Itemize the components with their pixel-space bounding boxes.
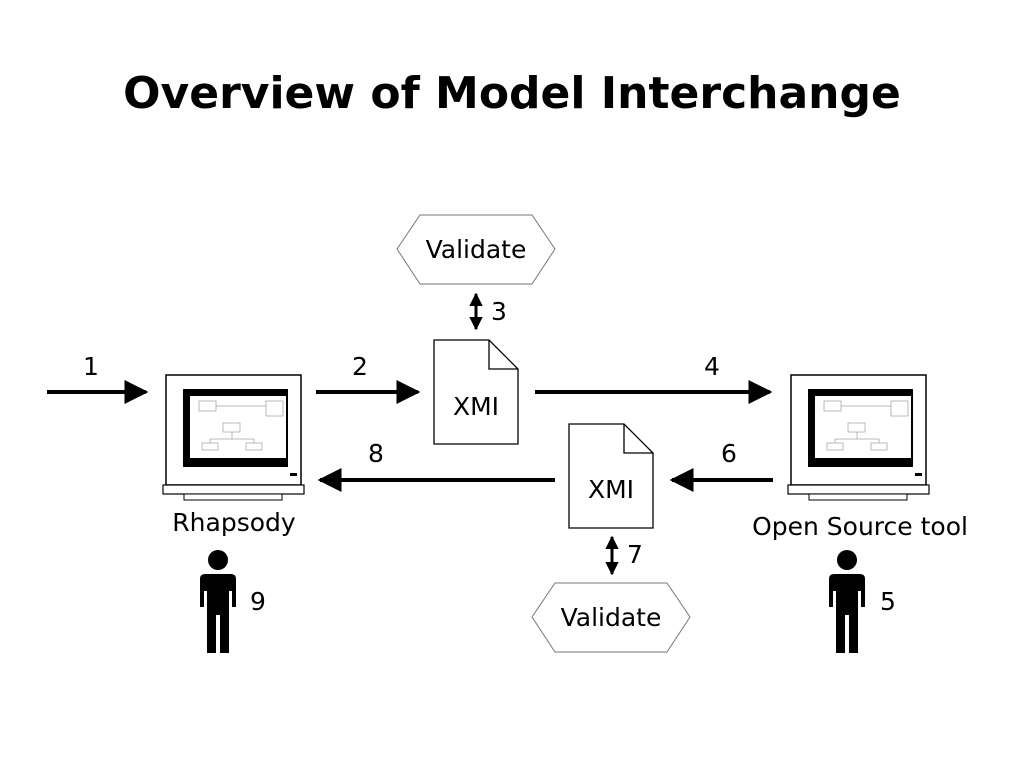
rhapsody-label: Rhapsody (172, 508, 296, 537)
open-source-tool-label: Open Source tool (752, 512, 968, 541)
step-8-label: 8 (368, 439, 384, 468)
validate-bottom-node: Validate (531, 582, 691, 653)
step-4-label: 4 (704, 352, 720, 381)
step-1-label: 1 (83, 352, 99, 381)
step-2-label: 2 (352, 352, 368, 381)
xmi-document-top: XMI (433, 339, 519, 445)
step-7-label: 7 (627, 540, 643, 569)
validate-top-label: Validate (426, 235, 527, 264)
open-source-tool-monitor (787, 374, 930, 501)
step-6-label: 6 (721, 439, 737, 468)
validate-top-node: Validate (396, 214, 556, 285)
step-3-label: 3 (491, 297, 507, 326)
xmi-document-bottom: XMI (568, 423, 654, 529)
step-9-label: 9 (250, 587, 266, 616)
validate-bottom-label: Validate (561, 603, 662, 632)
xmi-top-label: XMI (453, 392, 499, 421)
page-title: Overview of Model Interchange (123, 68, 901, 119)
rhapsody-user-person-icon (200, 550, 236, 653)
rhapsody-monitor (162, 374, 305, 501)
xmi-bottom-label: XMI (588, 475, 634, 504)
open-source-user-person-icon (829, 550, 865, 653)
step-5-label: 5 (880, 587, 896, 616)
